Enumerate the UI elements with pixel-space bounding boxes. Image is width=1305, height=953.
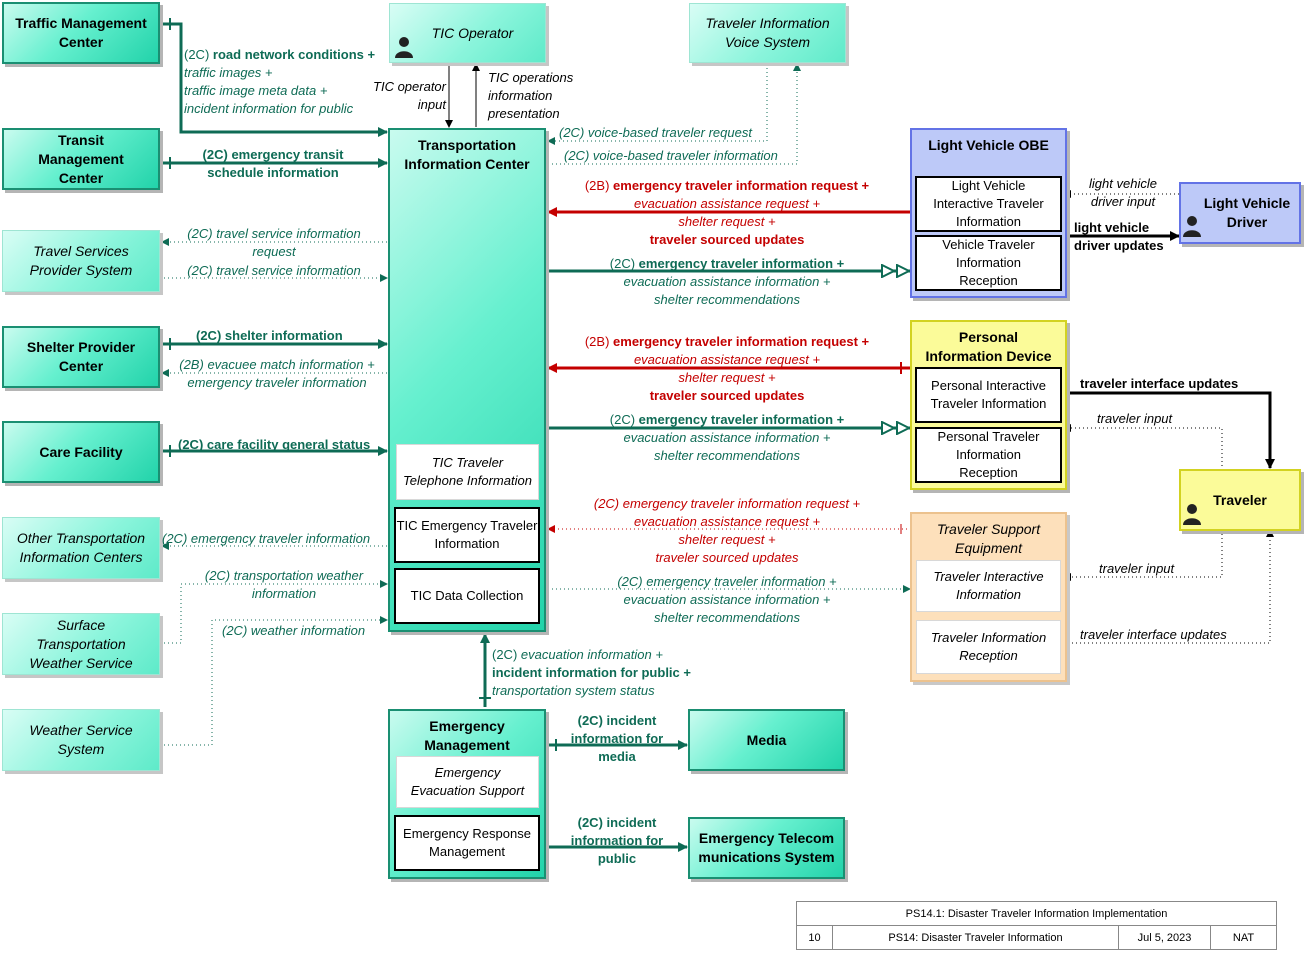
title-block-package: PS14: Disaster Traveler Information <box>833 926 1119 949</box>
shelter-provider-center[interactable]: Shelter Provider Center <box>2 326 160 388</box>
node-label: Travel Services Provider System <box>29 243 133 278</box>
node-label: Traffic Management Center <box>15 15 147 50</box>
flow-label-pid-ti-updates: traveler interface updates <box>1080 376 1239 391</box>
inner-label: Personal Interactive Traveler Informatio… <box>930 378 1047 411</box>
other-transportation-information-centers[interactable]: Other Transportation Information Centers <box>2 517 160 579</box>
person-icon <box>1183 504 1201 525</box>
flow-label-tse-output: (2C) emergency traveler information + ev… <box>617 574 837 625</box>
flow-label-operator-input: TIC operator input <box>373 79 446 112</box>
node-label: Emergency Telecommunications System <box>698 830 835 865</box>
flow-label-lv-output: (2C) emergency traveler information + ev… <box>609 256 845 307</box>
weather-service-system[interactable]: Weather Service System <box>2 709 160 771</box>
traveler-information-reception[interactable]: Traveler Information Reception <box>916 620 1061 674</box>
tic-emergency-traveler-information[interactable]: TIC Emergency Traveler Information <box>394 507 540 563</box>
flow-label-other-tic: (2C) emergency traveler information <box>162 531 371 546</box>
flow-label-tse-t-input: traveler input <box>1099 561 1175 576</box>
flow-label-em-tic: (2C) evacuation information + incident i… <box>492 647 691 698</box>
flow-label-stws: (2C) transportation weather information <box>204 568 364 601</box>
tic-traveler-telephone-information[interactable]: TIC Traveler Telephone Information <box>396 444 539 500</box>
inner-label: Light Vehicle Interactive Traveler Infor… <box>933 178 1044 229</box>
flow-label-pid-output: (2C) emergency traveler information + ev… <box>609 412 845 463</box>
inner-label: Traveler Information Reception <box>930 630 1047 663</box>
title-block-title: PS14.1: Disaster Traveler Information Im… <box>797 902 1276 926</box>
flow-label-media: (2C) incident information for media <box>570 713 664 764</box>
flow-label-voice-info: (2C) voice-based traveler information <box>564 148 778 163</box>
inner-label: Emergency Response Management <box>403 826 531 859</box>
person-icon <box>1183 216 1201 237</box>
flow-label-tse-ti-updates: traveler interface updates <box>1080 627 1227 642</box>
lv-interactive-traveler-information[interactable]: Light Vehicle Interactive Traveler Infor… <box>915 176 1062 232</box>
flow-label-weather: (2C) weather information <box>222 623 366 638</box>
traveler[interactable]: Traveler <box>1179 469 1301 531</box>
node-label: Care Facility <box>39 443 123 460</box>
person-icon <box>395 37 413 58</box>
node-label: Traveler Information Voice System <box>705 15 830 50</box>
title-block-date: Jul 5, 2023 <box>1119 926 1211 949</box>
flow-label-lvd-updates: light vehicle driver updates <box>1074 220 1164 253</box>
flow-label-voice-request: (2C) voice-based traveler request <box>559 125 752 140</box>
title-block: PS14.1: Disaster Traveler Information Im… <box>796 901 1277 950</box>
node-label: Light Vehicle Driver <box>1203 195 1291 230</box>
inner-label: Traveler Interactive Information <box>933 569 1044 602</box>
flow-label-tse-request: (2C) emergency traveler information requ… <box>593 496 861 565</box>
lv-obe-title: Light Vehicle OBE <box>928 137 1049 153</box>
flow-label-care: (2C) care facility general status <box>178 437 371 452</box>
traveler-information-voice-system[interactable]: Traveler Information Voice System <box>689 3 846 63</box>
flow-label-pid-request: (2B) emergency traveler information requ… <box>584 334 870 403</box>
pid-title: Personal Information Device <box>925 329 1052 364</box>
flow-label-transit: (2C) emergency transit schedule informat… <box>202 147 344 180</box>
traffic-management-center[interactable]: Traffic Management Center <box>2 2 160 64</box>
node-label: Media <box>746 731 787 748</box>
flow-label-pid-t-input: traveler input <box>1097 411 1173 426</box>
emergency-response-management[interactable]: Emergency Response Management <box>394 815 540 871</box>
transit-management-center[interactable]: Transit Management Center <box>2 128 160 190</box>
flow-label-evacuee: (2B) evacuee match information + emergen… <box>179 357 375 390</box>
tic-operator[interactable]: TIC Operator <box>389 3 546 63</box>
node-label: Shelter Provider Center <box>26 339 136 374</box>
surface-transportation-weather-service[interactable]: Surface Transportation Weather Service <box>2 613 160 675</box>
tic-title: Transportation Information Center <box>404 137 530 172</box>
title-block-number: 10 <box>797 926 833 949</box>
inner-label: TIC Traveler Telephone Information <box>403 455 532 488</box>
flow-label-lvd-input: light vehicle driver input <box>1089 176 1157 209</box>
care-facility[interactable]: Care Facility <box>2 421 160 483</box>
node-label: Weather Service System <box>29 722 133 757</box>
node-label: Transit Management Center <box>38 131 124 186</box>
flow-label-public: (2C) incident information for public <box>570 815 664 866</box>
flow-label-ts-request: (2C) travel service information request <box>187 226 361 259</box>
flow-label-shelter: (2C) shelter information <box>196 328 343 343</box>
inner-label: TIC Emergency Traveler Information <box>396 518 538 551</box>
vehicle-traveler-information-reception[interactable]: Vehicle Traveler Information Reception <box>915 235 1062 291</box>
inner-label: TIC Data Collection <box>410 588 524 603</box>
em-title: Emergency Management <box>424 718 510 753</box>
node-label: Traveler <box>1213 491 1267 508</box>
tse-title: Traveler Support Equipment <box>936 521 1041 556</box>
inner-label: Vehicle Traveler Information Reception <box>942 237 1035 288</box>
flow-label-lv-request: (2B) emergency traveler information requ… <box>584 178 870 247</box>
node-label: Other Transportation Information Centers <box>16 530 146 565</box>
inner-label: Personal Traveler Information Reception <box>937 429 1040 480</box>
flow-label-tmc: (2C) road network conditions + traffic i… <box>184 47 376 116</box>
travel-services-provider-system[interactable]: Travel Services Provider System <box>2 230 160 292</box>
title-block-scope: NAT <box>1232 931 1255 944</box>
emergency-evacuation-support[interactable]: Emergency Evacuation Support <box>396 756 539 808</box>
node-label: Surface Transportation Weather Service <box>29 616 133 671</box>
tic-data-collection[interactable]: TIC Data Collection <box>394 568 540 624</box>
media[interactable]: Media <box>688 709 845 771</box>
traveler-interactive-information[interactable]: Traveler Interactive Information <box>916 560 1061 612</box>
personal-interactive-traveler-information[interactable]: Personal Interactive Traveler Informatio… <box>915 367 1062 423</box>
personal-traveler-information-reception[interactable]: Personal Traveler Information Reception <box>915 427 1062 483</box>
inner-label: Emergency Evacuation Support <box>410 765 525 798</box>
flow-label-ts-info: (2C) travel service information <box>187 263 361 278</box>
emergency-telecommunications-system[interactable]: Emergency Telecommunications System <box>688 817 845 879</box>
node-label: TIC Operator <box>431 24 514 41</box>
flow-label-operator-presentation: TIC operations information presentation <box>488 70 574 121</box>
